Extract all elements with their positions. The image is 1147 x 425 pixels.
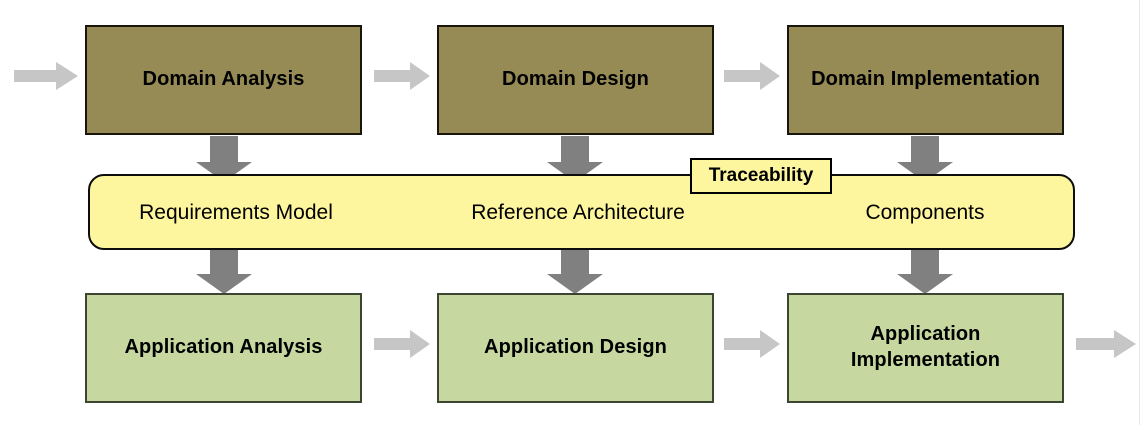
band-artifact-reference-architecture: Reference Architecture	[471, 201, 685, 224]
process-box-application-design[interactable]: Application Design	[437, 293, 714, 403]
arrow-domain-design-to-reference-architecture	[547, 136, 603, 182]
band-artifact-components: Components	[865, 201, 985, 224]
traceability-band	[88, 174, 1075, 250]
arrow-domain-implementation-to-components	[897, 136, 953, 182]
arrow-domain-analysis-to-domain-design	[374, 62, 430, 90]
traceability-callout-label: Traceability	[708, 165, 814, 186]
arrow-into-application-analysis	[374, 330, 430, 358]
process-box-application-analysis[interactable]: Application Analysis	[85, 293, 362, 403]
arrow-into-domain-analysis	[14, 62, 78, 90]
process-box-label: Application Design	[484, 336, 667, 359]
page-edge-divider	[1139, 0, 1140, 425]
process-box-label: Application Implementation	[850, 323, 1001, 371]
arrow-requirements-model-to-application-analysis	[196, 248, 252, 294]
arrow-components-to-application-implementation	[897, 248, 953, 294]
arrow-application-analysis-to-application-design	[724, 330, 780, 358]
process-box-domain-design[interactable]: Domain Design	[437, 25, 714, 135]
band-artifact-requirements-model: Requirements Model	[139, 201, 333, 224]
arrow-reference-architecture-to-application-design	[547, 248, 603, 294]
process-box-application-implementation[interactable]: Application Implementation	[787, 293, 1064, 403]
arrow-domain-design-to-domain-implementation	[724, 62, 780, 90]
process-box-domain-analysis[interactable]: Domain Analysis	[85, 25, 362, 135]
process-box-domain-implementation[interactable]: Domain Implementation	[787, 25, 1064, 135]
process-box-label: Application Analysis	[124, 336, 323, 359]
process-box-label: Domain Analysis	[142, 68, 305, 91]
arrow-domain-analysis-to-requirements-model	[196, 136, 252, 182]
process-box-label: Domain Design	[502, 68, 649, 91]
traceability-callout[interactable]: Traceability	[690, 158, 832, 194]
arrow-out-of-application-implementation	[1076, 330, 1136, 358]
process-box-label: Domain Implementation	[811, 68, 1040, 91]
